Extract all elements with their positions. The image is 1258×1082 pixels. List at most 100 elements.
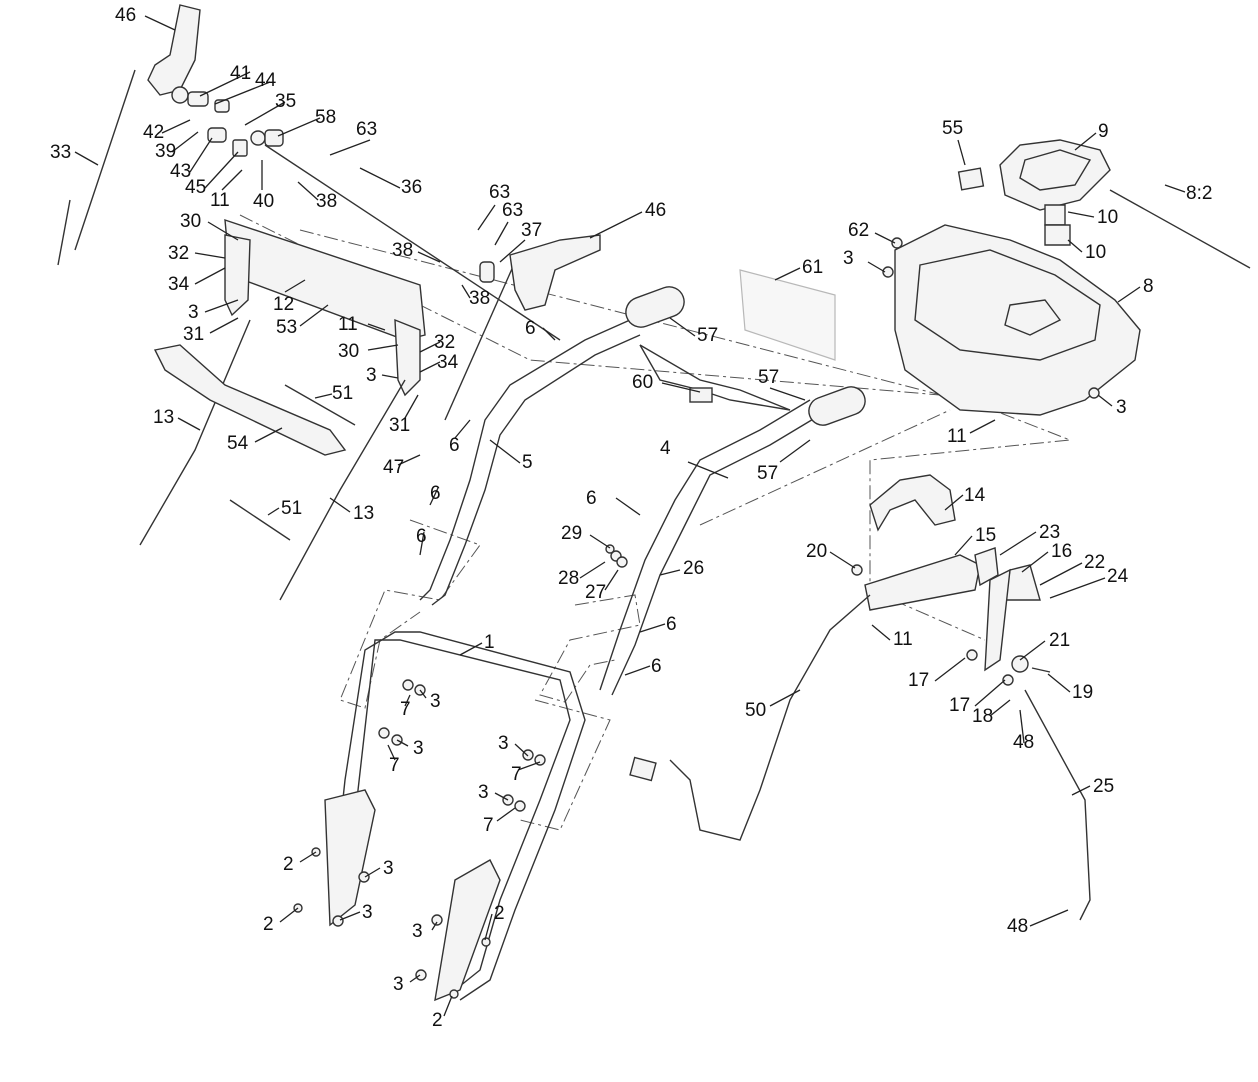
leader-line	[659, 569, 681, 576]
leader-line	[177, 417, 201, 431]
leader-line	[199, 71, 251, 97]
leader-line	[429, 487, 439, 506]
leader-line	[284, 279, 306, 293]
callout-28: 28	[558, 568, 579, 589]
leader-line	[207, 221, 239, 241]
leader-line	[957, 139, 966, 166]
leader-line	[969, 419, 996, 434]
callout-10-b: 10	[1085, 242, 1106, 263]
leader-line	[1029, 909, 1069, 927]
callout-17-b: 17	[949, 695, 970, 716]
callout-11-c: 11	[947, 426, 967, 447]
callout-61: 61	[802, 257, 823, 278]
leader-line	[387, 744, 396, 761]
callout-57-a: 57	[697, 325, 718, 346]
leader-line	[454, 419, 471, 439]
callout-19: 19	[1072, 682, 1093, 703]
callout-3-g: 3	[383, 858, 394, 879]
leader-line	[489, 439, 521, 464]
callout-6-d: 6	[416, 526, 427, 547]
callout-6-a: 6	[525, 318, 536, 339]
callout-3-k: 3	[843, 248, 854, 269]
leader-line	[404, 394, 419, 419]
leader-line	[419, 341, 441, 353]
callout-3-f: 3	[478, 782, 489, 803]
callout-9: 9	[1098, 121, 1109, 142]
callout-38-b: 38	[392, 240, 413, 261]
leader-line	[299, 304, 329, 327]
leader-line	[329, 497, 351, 513]
callout-51-a: 51	[332, 383, 353, 404]
leader-line	[769, 689, 801, 707]
leader-line	[496, 807, 516, 822]
leader-line	[774, 267, 801, 281]
leader-line	[254, 427, 283, 443]
leader-line	[514, 743, 529, 757]
leader-line	[297, 181, 319, 201]
leader-line	[589, 534, 611, 549]
callout-41: 41	[230, 63, 251, 84]
callout-3-h: 3	[362, 902, 373, 923]
leader-line	[244, 101, 286, 126]
callout-47: 47	[383, 457, 404, 478]
leader-line	[1019, 640, 1046, 661]
leader-line	[687, 461, 729, 479]
leader-line	[974, 679, 1006, 707]
leader-line	[277, 117, 321, 137]
leader-line	[1039, 562, 1083, 586]
leader-line	[661, 382, 701, 393]
callout-53: 53	[276, 317, 297, 338]
callout-3-j: 3	[393, 974, 404, 995]
callout-2-c: 2	[494, 903, 505, 924]
callout-3-d: 3	[413, 738, 424, 759]
leader-line	[1067, 211, 1095, 218]
callout-55: 55	[942, 118, 963, 139]
leader-line	[279, 907, 299, 923]
leader-line	[204, 299, 239, 313]
callout-2-d: 2	[432, 1010, 443, 1031]
callout-2-a: 2	[283, 854, 294, 875]
callout-58: 58	[315, 107, 336, 128]
leader-line	[871, 624, 891, 641]
callout-23: 23	[1039, 522, 1060, 543]
leader-line	[267, 507, 280, 516]
callout-34-b: 34	[437, 352, 459, 373]
callout-60: 60	[632, 372, 653, 393]
leader-line	[1067, 239, 1083, 253]
callout-39: 39	[155, 141, 176, 162]
callout-20: 20	[806, 541, 827, 562]
leader-line	[669, 317, 696, 337]
leader-line	[161, 119, 191, 134]
callout-51-b: 51	[281, 498, 302, 519]
leader-line	[171, 131, 199, 153]
leader-line	[189, 137, 213, 173]
leader-line	[419, 361, 441, 373]
callout-26: 26	[683, 558, 704, 579]
control-panel-housing	[739, 139, 1251, 416]
leader-line	[194, 252, 226, 259]
callout-6-g: 6	[651, 656, 662, 677]
callout-3-l: 3	[1116, 397, 1127, 418]
leader-line	[769, 387, 806, 401]
leader-line	[404, 694, 411, 707]
fasteners	[293, 544, 628, 999]
leader-line	[339, 911, 361, 921]
leader-line	[989, 699, 1011, 717]
callout-3-e: 3	[498, 733, 509, 754]
callout-3-i: 3	[412, 921, 423, 942]
callout-14: 14	[964, 485, 986, 506]
callout-24: 24	[1107, 566, 1129, 587]
callout-63-c: 63	[502, 200, 523, 221]
leader-line	[367, 323, 386, 331]
leader-line	[615, 497, 641, 516]
callout-35: 35	[275, 91, 296, 112]
leader-line	[624, 665, 651, 676]
leader-line	[1117, 286, 1141, 303]
callout-33: 33	[50, 142, 71, 163]
callout-37: 37	[521, 220, 542, 241]
callout-29: 29	[561, 523, 582, 544]
leader-line	[494, 792, 509, 801]
callout-12: 12	[273, 294, 294, 315]
leader-line	[419, 689, 427, 699]
